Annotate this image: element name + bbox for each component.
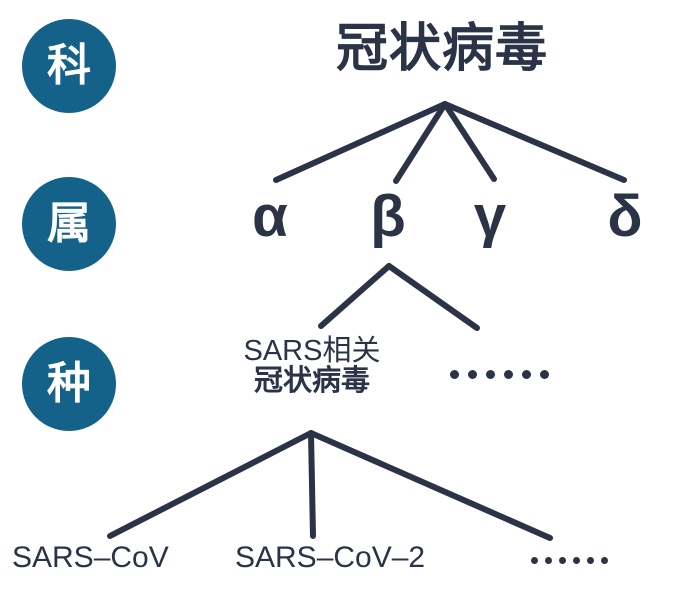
- ellipsis-dot: [573, 557, 580, 564]
- edge-beta-to-more: [386, 263, 480, 331]
- rank-badge-species-label: 种: [47, 359, 91, 408]
- node-family-coronaviridae: 冠状病毒: [336, 20, 549, 78]
- node-genus-alpha: α: [252, 184, 288, 249]
- edge-beta-to-sars-related: [318, 263, 392, 329]
- edge-family-to-gamma: [442, 101, 497, 182]
- node-species-line2: 冠状病毒: [253, 365, 370, 398]
- edge-species-to-sars-cov-2: [308, 430, 316, 539]
- node-strain-sars-cov: SARS–CoV: [12, 541, 169, 574]
- species-level-more-ellipsis: [450, 370, 558, 379]
- ellipsis-dot: [545, 557, 552, 564]
- ellipsis-dot: [486, 370, 495, 379]
- ellipsis-dot: [601, 557, 608, 564]
- strain-level-more-ellipsis: [531, 557, 615, 564]
- ellipsis-dot: [522, 370, 531, 379]
- ellipsis-dot: [468, 370, 477, 379]
- node-genus-delta: δ: [607, 184, 643, 249]
- node-strain-sars-cov-2: SARS–CoV–2: [235, 541, 426, 574]
- rank-badge-family-label: 科: [47, 41, 91, 90]
- edge-family-to-beta: [393, 101, 448, 184]
- edge-species-to-sars-cov: [107, 430, 314, 539]
- ellipsis-dot: [540, 370, 549, 379]
- ellipsis-dot: [504, 370, 513, 379]
- ellipsis-dot: [559, 557, 566, 564]
- rank-badge-genus-label: 属: [47, 199, 91, 248]
- edge-species-to-more: [308, 430, 553, 541]
- ellipsis-dot: [450, 370, 459, 379]
- rank-badge-family: 科: [22, 19, 116, 113]
- ellipsis-dot: [531, 557, 538, 564]
- node-species-line1: SARS相关: [243, 335, 381, 367]
- edge-family-to-delta: [442, 101, 627, 183]
- node-genus-beta: β: [370, 184, 406, 249]
- ellipsis-dot: [587, 557, 594, 564]
- rank-badge-genus: 属: [22, 177, 116, 271]
- node-species-sars-related-coronavirus: SARS相关 冠状病毒: [222, 336, 402, 397]
- node-genus-gamma: γ: [473, 184, 507, 249]
- edge-family-to-alpha: [273, 101, 448, 183]
- rank-badge-species: 种: [22, 337, 116, 431]
